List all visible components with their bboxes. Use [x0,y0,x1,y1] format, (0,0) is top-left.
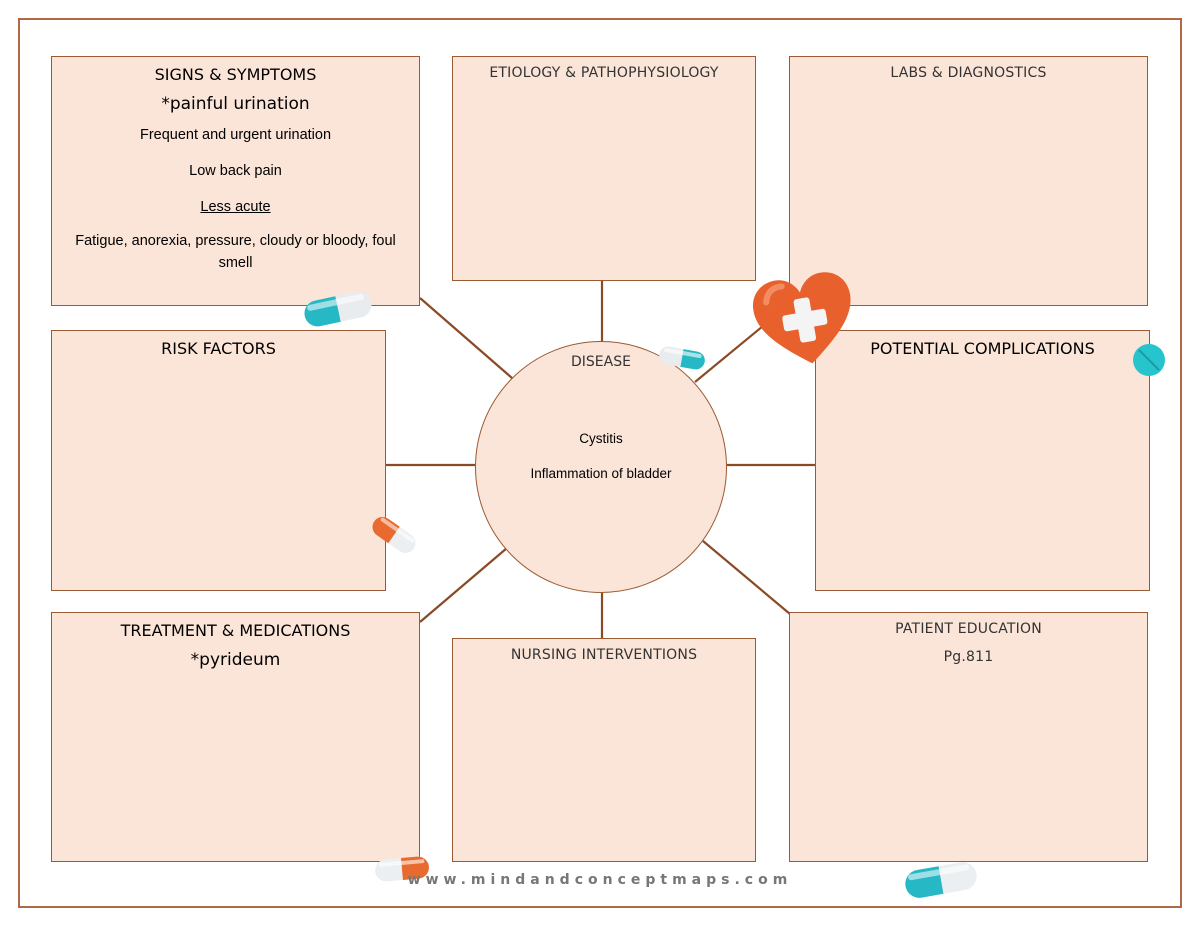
etiology-box: ETIOLOGY & PATHOPHYSIOLOGY [452,56,756,281]
capsule-icon [905,862,977,898]
education-title: PATIENT EDUCATION [895,621,1042,637]
page-frame [18,18,1182,908]
symptom-item: Low back pain [189,163,282,179]
connector-signs [419,297,513,379]
capsule-icon [375,856,429,882]
education-note: Pg.811 [943,649,994,665]
symptom-subheading: Less acute [200,199,271,215]
labs-title: LABS & DIAGNOSTICS [890,65,1047,81]
education-box: PATIENT EDUCATION Pg.811 [789,612,1148,862]
risk-factors-box: RISK FACTORS [51,330,386,591]
connector-education [702,540,791,615]
signs-symptoms-box: SIGNS & SYMPTOMS *painful urination Freq… [51,56,420,306]
disease-description: Inflammation of bladder [530,466,672,481]
capsule-icon [659,346,705,370]
treatment-highlight: *pyrideum [190,650,281,670]
nursing-title: NURSING INTERVENTIONS [510,647,698,663]
footer-website: www.mindandconceptmaps.com [407,872,793,888]
complications-box: POTENTIAL COMPLICATIONS [815,330,1150,591]
etiology-title: ETIOLOGY & PATHOPHYSIOLOGY [489,65,719,81]
disease-title: DISEASE [571,354,631,370]
signs-symptoms-title: SIGNS & SYMPTOMS [154,65,317,84]
symptom-item: Fatigue, anorexia, pressure, cloudy or b… [75,233,396,271]
labs-box: LABS & DIAGNOSTICS [789,56,1148,306]
nursing-box: NURSING INTERVENTIONS [452,638,756,862]
connector-treatment [419,547,508,623]
symptom-item: Frequent and urgent urination [139,127,332,143]
treatment-title: TREATMENT & MEDICATIONS [120,621,351,640]
capsule-icon [372,516,416,554]
treatment-box: TREATMENT & MEDICATIONS *pyrideum [51,612,420,862]
complications-title: POTENTIAL COMPLICATIONS [870,339,1095,358]
disease-circle: DISEASE Cystitis Inflammation of bladder [475,341,727,593]
signs-symptoms-highlight: *painful urination [161,94,310,114]
tablet-icon [1133,344,1165,376]
risk-factors-title: RISK FACTORS [161,339,276,358]
disease-name: Cystitis [579,431,623,446]
capsule-icon [304,291,372,327]
heart-plus-icon [752,272,851,364]
